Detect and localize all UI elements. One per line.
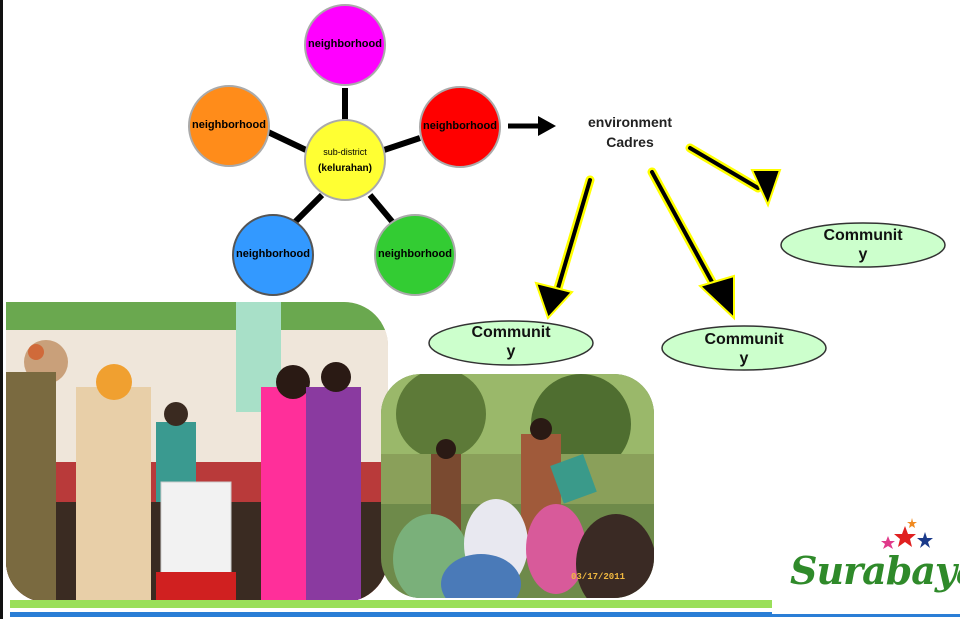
surabaya-stars-logo [881,518,933,549]
photo-workshop-left [6,302,388,602]
neighborhood-node-bottom-right [374,214,456,296]
community-label-left: Communit y [456,323,566,361]
spoke-line [289,192,325,228]
community-label-left-line1: Communit [471,324,551,341]
cadres-label-line1: environment [587,114,672,130]
cadres-label-line2: Cadres [606,134,654,150]
neighborhood-node-top [304,4,386,86]
community-label-right-line1: Communit [823,227,903,244]
arrow-to-community-right [685,143,782,208]
neighborhood-label-bottom-right: neighborhood [378,248,452,260]
photo-workshop-left-image [6,302,388,602]
community-label-middle-line1: Communit [704,331,784,348]
neighborhood-node-bottom-left [232,214,314,296]
subdistrict-hub [304,119,386,201]
arrow-to-cadres-head [538,116,556,136]
footer-blue-bar-right [772,614,960,617]
neighborhood-label-bottom-left: neighborhood [236,248,310,260]
photo-date-stamp: 03/17/2011 [571,572,626,582]
photo-meeting-right-image [381,374,654,598]
community-label-middle-line2: y [739,350,749,367]
footer-blue-bar [10,612,772,617]
community-ellipse-right [780,222,946,268]
community-label-right: Communit y [808,226,918,264]
hub-label-line1: sub-district [323,147,367,157]
photo-meeting-right: 03/17/2011 [381,374,654,598]
slide-left-border [0,0,3,619]
neighborhood-node-right [419,86,501,168]
neighborhood-label-top: neighborhood [308,38,382,50]
arrow-to-community-middle [647,167,735,321]
community-ellipse-middle [661,325,827,371]
spoke-line [367,193,398,227]
neighborhood-label-left: neighborhood [192,119,266,131]
hub-label-line2: (kelurahan) [318,163,372,174]
surabaya-logo-text: Surabaya [790,548,960,593]
neighborhood-node-left [188,85,270,167]
neighborhood-label-right: neighborhood [423,120,497,132]
spoke-line [266,129,308,153]
community-label-middle: Communit y [689,330,799,368]
community-label-left-line2: y [506,343,516,360]
cadres-label: environment Cadres [575,112,685,152]
footer-green-bar [10,600,772,608]
spoke-line [383,135,421,153]
community-ellipse-left [428,320,594,366]
community-label-right-line2: y [858,246,868,263]
arrow-to-community-left [534,175,595,320]
